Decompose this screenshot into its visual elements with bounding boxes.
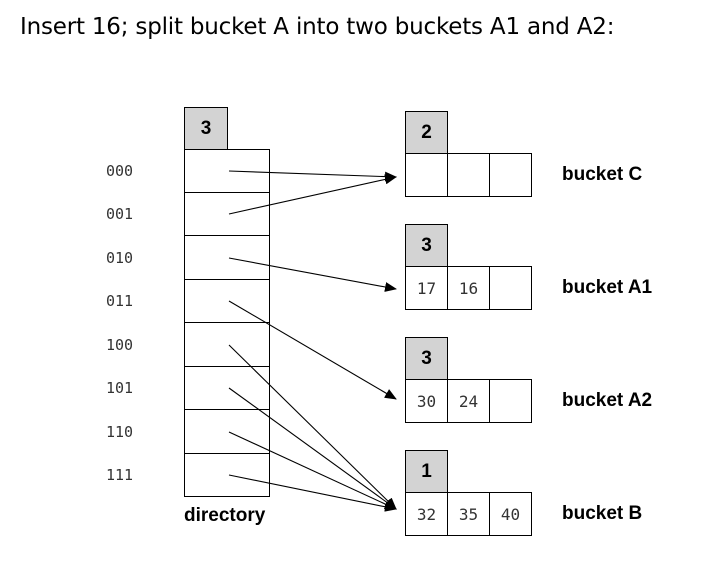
bucket-a1-cells: 17 16	[405, 266, 532, 310]
pointer-arrow-001-to-c	[228, 174, 397, 215]
directory-entry-100	[184, 323, 270, 367]
directory-entry-010	[184, 236, 270, 280]
directory-caption: directory	[184, 505, 266, 526]
directory-label-100: 100	[106, 336, 134, 354]
pointer-arrow-010-to-a1	[228, 257, 397, 292]
bucket-a1-label: bucket A1	[562, 277, 653, 298]
pointer-arrow-100-to-b	[228, 344, 397, 510]
pointer-arrow-111-to-b	[228, 474, 397, 512]
bucket-a2-depth: 3	[405, 337, 448, 380]
bucket-b-cells: 32 35 40	[405, 492, 532, 536]
directory-entry-101	[184, 366, 270, 410]
directory-entry-110	[184, 410, 270, 454]
bucket-a1-slot	[489, 266, 532, 310]
directory-label-001: 001	[106, 205, 134, 223]
pointer-arrow-110-to-b	[228, 431, 397, 510]
pointer-arrow-000-to-c	[228, 170, 397, 182]
bucket-c-depth: 2	[405, 111, 448, 154]
directory-label-011: 011	[106, 292, 134, 310]
directory-entry-111	[184, 453, 270, 497]
bucket-c-label: bucket C	[562, 164, 643, 185]
directory-label-101: 101	[106, 379, 134, 397]
bucket-c-slot	[489, 153, 532, 197]
bucket-c-cells	[405, 153, 532, 197]
bucket-b-slot: 40	[489, 492, 532, 536]
directory-entry-011	[184, 279, 270, 323]
directory-label-000: 000	[106, 162, 134, 180]
directory-entry-001	[184, 192, 270, 236]
global-depth-box: 3	[184, 107, 228, 150]
pointer-arrow-101-to-b	[228, 387, 397, 510]
slide-title: Insert 16; split bucket A into two bucke…	[20, 14, 615, 40]
directory-table	[184, 149, 270, 497]
directory-label-111: 111	[106, 466, 134, 484]
directory-label-110: 110	[106, 423, 134, 441]
bucket-b-label: bucket B	[562, 503, 643, 524]
bucket-a2-label: bucket A2	[562, 390, 653, 411]
directory-label-010: 010	[106, 249, 134, 267]
bucket-a2-cells: 30 24	[405, 379, 532, 423]
directory-entry-000	[184, 149, 270, 193]
bucket-a2-slot	[489, 379, 532, 423]
pointer-arrow-011-to-a2	[228, 300, 397, 400]
